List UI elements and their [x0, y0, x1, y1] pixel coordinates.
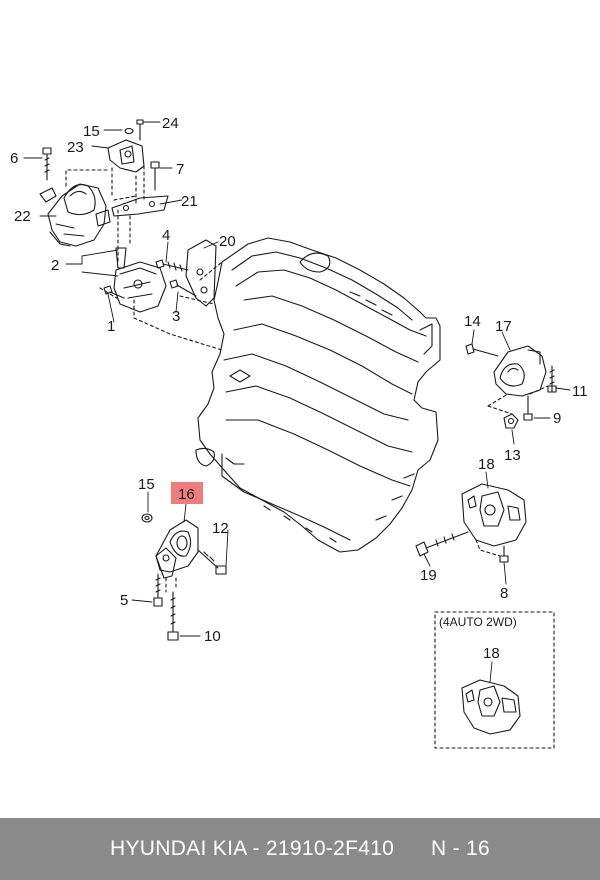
leader-lines-right	[487, 385, 549, 415]
bolt-7	[150, 161, 160, 191]
engine-block	[195, 237, 441, 553]
leader-lines-upper	[65, 165, 223, 351]
bolt-14	[465, 343, 499, 357]
callout-15-lower: 15	[138, 476, 155, 493]
callout-11: 11	[572, 383, 588, 400]
bracket-23	[107, 139, 145, 173]
callout-3: 3	[172, 308, 180, 325]
bracket-21	[111, 195, 169, 217]
callout-10: 10	[204, 628, 221, 645]
inset-4auto-2wd	[434, 611, 555, 749]
mount-16	[155, 519, 199, 579]
bracket-20	[185, 239, 217, 307]
callout-14: 14	[464, 313, 481, 330]
bolt-8	[499, 545, 509, 563]
mount-bracket-2	[113, 247, 167, 313]
nut-13	[503, 413, 519, 429]
footer-bar: HYUNDAI KIA - 21910-2F410 N - 16	[0, 818, 600, 880]
leader-lines-mount18	[475, 539, 501, 557]
footer-spacer	[394, 837, 431, 861]
callout-6: 6	[10, 150, 18, 167]
bolt-5	[153, 573, 163, 607]
callout-18: 18	[478, 456, 495, 473]
callout-24: 24	[162, 115, 179, 132]
callout-5: 5	[120, 592, 128, 609]
callout-15-top: 15	[83, 123, 100, 140]
footer-part-number: HYUNDAI KIA - 21910-2F410	[110, 837, 395, 860]
callout-20: 20	[219, 233, 236, 250]
leader-lines-mount16	[165, 577, 177, 593]
callout-21: 21	[181, 193, 198, 210]
bolt-3	[169, 279, 197, 297]
bolt-11	[547, 365, 557, 393]
callout-16: 16	[178, 486, 195, 503]
callout-8: 8	[500, 585, 508, 602]
callout-labels: 6 15 23 24 7 21 22 4 20 2 1 3 14 17 11 9…	[10, 115, 588, 662]
callout-16-highlight	[171, 482, 203, 504]
bolt-12	[197, 549, 227, 575]
callout-7: 7	[176, 161, 184, 178]
footer-position: N - 16	[430, 837, 490, 860]
bolt-1	[103, 285, 125, 299]
callout-13: 13	[504, 447, 521, 464]
callout-23: 23	[67, 139, 84, 156]
callout-2: 2	[51, 257, 59, 274]
callout-18-inset: 18	[483, 645, 500, 662]
callout-4: 4	[162, 227, 170, 244]
bolt-6	[42, 147, 52, 181]
callout-19: 19	[420, 567, 437, 584]
bolt-4	[155, 259, 189, 272]
bolt-10	[167, 591, 179, 641]
callout-17: 17	[495, 318, 512, 335]
callout-1: 1	[107, 318, 115, 335]
callout-9: 9	[553, 410, 561, 427]
washer-15-top	[124, 127, 134, 135]
bolt-9	[523, 395, 533, 421]
mount-17	[493, 345, 547, 397]
inset-label: (4AUTO 2WD)	[439, 615, 517, 629]
washer-15-lower	[141, 513, 153, 523]
mount-18	[461, 483, 527, 547]
callout-22: 22	[14, 208, 31, 225]
callout-leaders	[23, 121, 571, 683]
bolt-24	[136, 119, 144, 141]
bolt-19	[415, 531, 469, 557]
mount-22-assembly	[39, 183, 111, 247]
engine-mount-diagram: 6 15 23 24 7 21 22 4 20 2 1 3 14 17 11 9…	[10, 115, 588, 749]
callout-12: 12	[212, 520, 229, 537]
